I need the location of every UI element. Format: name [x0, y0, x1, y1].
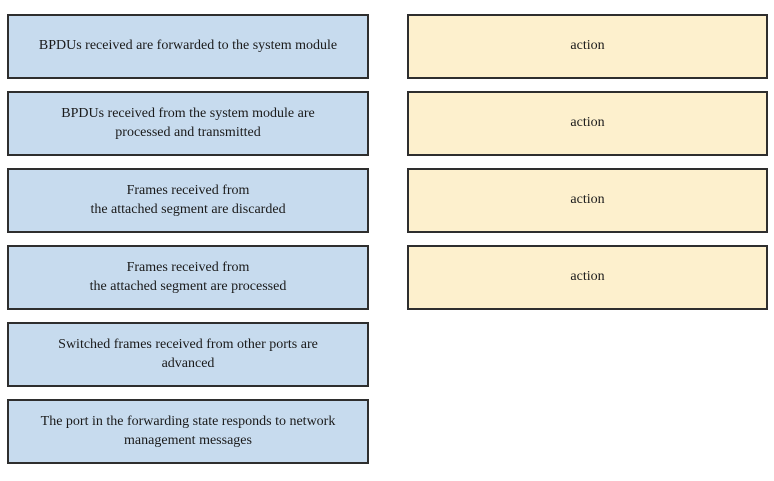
statement-text: BPDUs received are forwarded to the syst…: [38, 38, 338, 54]
drop-target-action-4[interactable]: action: [407, 245, 768, 310]
drop-target-action-3[interactable]: action: [407, 168, 768, 233]
drop-target-label: action: [570, 269, 605, 285]
drop-target-action-2[interactable]: action: [407, 91, 768, 156]
drop-target-label: action: [570, 192, 605, 208]
statement-text: Frames received from the attached segmen…: [89, 259, 287, 294]
statement-box-1[interactable]: BPDUs received are forwarded to the syst…: [7, 14, 369, 79]
statement-text: Frames received from the attached segmen…: [90, 182, 286, 217]
drop-target-label: action: [570, 38, 605, 54]
statement-box-5[interactable]: Switched frames received from other port…: [7, 322, 369, 387]
drop-target-action-1[interactable]: action: [407, 14, 768, 79]
statement-box-6[interactable]: The port in the forwarding state respond…: [7, 399, 369, 464]
statement-text: BPDUs received from the system module ar…: [61, 105, 315, 140]
statement-box-2[interactable]: BPDUs received from the system module ar…: [7, 91, 369, 156]
statement-box-3[interactable]: Frames received from the attached segmen…: [7, 168, 369, 233]
statement-text: Switched frames received from other port…: [58, 336, 318, 371]
statement-box-4[interactable]: Frames received from the attached segmen…: [7, 245, 369, 310]
drop-target-label: action: [570, 115, 605, 131]
statement-text: The port in the forwarding state respond…: [40, 413, 336, 448]
